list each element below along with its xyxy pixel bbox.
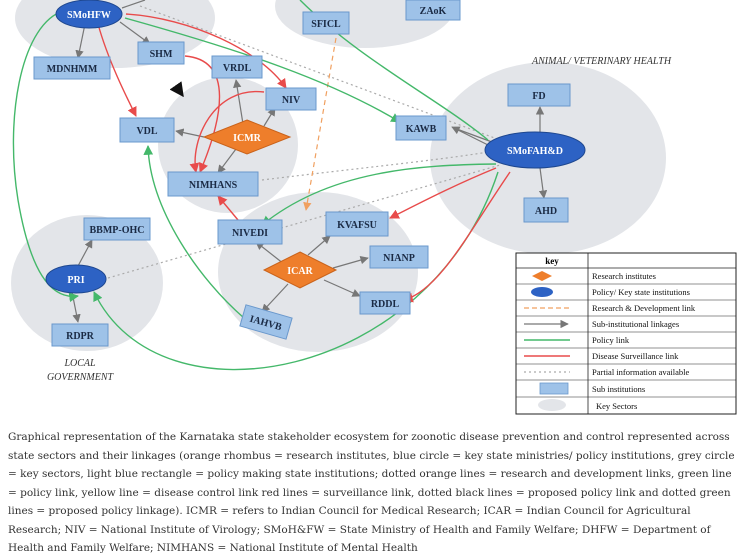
surveillance-link-nivedi-nimhans <box>217 195 239 221</box>
node-icar-label: ICAR <box>287 266 313 277</box>
node-smofahd-label: SMoFAH&D <box>507 146 563 157</box>
node-sficl-label: SFICL <box>311 19 341 30</box>
key-institutions: SMoHFW SMoFAH&D PRI <box>45 0 586 294</box>
node-niv-label: NIV <box>282 95 301 106</box>
sub-link-icmr-nimhans <box>217 148 237 174</box>
node-icmr[interactable]: ICMR <box>202 119 292 155</box>
sub-link-icar-iahvb <box>261 283 289 313</box>
surveillance-link-smohfw-niv <box>125 13 287 89</box>
stakeholder-diagram: MDNHMM SHM VRDL NIV VDL NIMHANS SFICL Z <box>11 0 737 415</box>
surveillance-link-smofahd-rddl <box>403 171 511 303</box>
partial-link-nimhans-smofahd <box>261 151 489 181</box>
surveillance-link-shm-nimhans <box>184 55 221 173</box>
node-fd[interactable]: FD <box>507 83 571 107</box>
node-nianp[interactable]: NIANP <box>369 245 429 269</box>
node-vdl-label: VDL <box>136 126 157 137</box>
node-sficl[interactable]: SFICL <box>302 11 350 35</box>
legend-rect-icon <box>539 382 569 395</box>
sub-link-smohfw-top <box>121 0 146 9</box>
node-vdl[interactable]: VDL <box>119 117 175 143</box>
black-arrow <box>169 81 184 98</box>
node-smofahd[interactable]: SMoFAH&D <box>484 131 586 169</box>
legend-oval-icon <box>531 287 553 297</box>
node-mdnhmm-label: MDNHMM <box>47 64 98 75</box>
legend-label-partial: Partial information available <box>592 367 689 377</box>
node-zaok-label: ZAoK <box>420 6 447 17</box>
node-pri[interactable]: PRI <box>45 264 107 294</box>
node-shm[interactable]: SHM <box>137 41 185 65</box>
zone-label-local-2: GOVERNMENT <box>47 372 115 383</box>
surveillance-link-smohfw-vdl <box>97 23 137 117</box>
node-nivedi[interactable]: NIVEDI <box>217 219 283 245</box>
node-icmr-label: ICMR <box>233 133 262 144</box>
legend-diamond-icon <box>532 271 552 281</box>
node-zaok[interactable]: ZAoK <box>405 0 461 21</box>
sub-link-icmr-niv <box>263 107 276 127</box>
rd-link-sficl-kvafsu <box>303 37 337 211</box>
sub-link-pri-bbmp <box>77 239 93 267</box>
policy-link-vdl-iahvb <box>143 145 245 319</box>
node-nimhans-label: NIMHANS <box>189 180 238 191</box>
sub-link-icar-nianp <box>332 256 369 269</box>
legend-label-sub-link: Sub-institutional linkages <box>592 319 679 329</box>
sub-link-kawb-smofahd <box>453 127 493 143</box>
node-niv[interactable]: NIV <box>265 87 317 111</box>
node-nimhans[interactable]: NIMHANS <box>167 171 259 197</box>
node-smohfw-label: SMoHFW <box>67 10 111 21</box>
zone-label-animal-health: ANIMAL/ VETERINARY HEALTH <box>531 56 672 67</box>
node-rdpr[interactable]: RDPR <box>51 323 109 347</box>
policy-link-smofahd-nivedi <box>261 163 497 226</box>
legend-circle-icon <box>538 399 566 411</box>
node-rddl-label: RDDL <box>371 299 400 310</box>
node-bbmp-ohc[interactable]: BBMP-OHC <box>83 217 151 241</box>
node-ahd-label: AHD <box>535 206 557 217</box>
legend-label-key-sectors: Key Sectors <box>596 401 637 411</box>
node-pri-label: PRI <box>67 275 84 286</box>
node-rddl[interactable]: RDDL <box>359 291 411 315</box>
surveillance-link-smofahd-kvafsu <box>389 167 497 219</box>
node-kawb-label: KAWB <box>406 124 437 135</box>
node-shm-label: SHM <box>150 49 173 60</box>
legend-label-rd-link: Research & Development link <box>592 303 696 313</box>
sub-institutions: MDNHMM SHM VRDL NIV VDL NIMHANS SFICL Z <box>33 0 571 347</box>
sub-link-icmr-vrdl <box>233 79 244 125</box>
sector-labels: ANIMAL/ VETERINARY HEALTH LOCAL GOVERNME… <box>47 56 672 383</box>
node-nianp-label: NIANP <box>383 253 415 264</box>
zone-label-local-1: LOCAL <box>63 358 96 369</box>
legend-label-sub-institutions: Sub institutions <box>592 384 645 394</box>
legend: key Research institutes Policy/ Key stat… <box>515 252 737 415</box>
node-kvafsu-label: KVAFSU <box>337 220 377 231</box>
surveillance-link-niv-nimhans <box>189 91 265 173</box>
legend-label-surveillance-link: Disease Surveillance link <box>592 351 679 361</box>
node-ahd[interactable]: AHD <box>523 197 569 223</box>
node-nivedi-label: NIVEDI <box>232 228 268 239</box>
node-mdnhmm[interactable]: MDNHMM <box>33 56 111 80</box>
node-rdpr-label: RDPR <box>66 331 95 342</box>
node-vrdl[interactable]: VRDL <box>211 55 263 79</box>
node-smohfw[interactable]: SMoHFW <box>55 0 123 29</box>
sub-link-icar-rddl <box>323 279 361 297</box>
node-bbmp-ohc-label: BBMP-OHC <box>90 225 145 236</box>
node-fd-label: FD <box>532 91 545 102</box>
sub-link-smofahd-ahd <box>538 167 548 199</box>
legend-label-policy-inst: Policy/ Key state institutions <box>592 287 690 297</box>
sub-link-smohfw-mdnhmm <box>75 23 86 59</box>
figure-caption: Graphical representation of the Karnatak… <box>8 431 735 554</box>
sub-link-smohfw-shm <box>119 21 151 45</box>
legend-label-policy-link: Policy link <box>592 335 630 345</box>
sub-link-icar-kvafsu <box>307 235 331 256</box>
sub-link-icar-nivedi <box>255 241 285 265</box>
node-vrdl-label: VRDL <box>223 63 252 74</box>
node-kawb[interactable]: KAWB <box>395 115 447 141</box>
research-institutes: ICMR ICAR <box>202 119 338 289</box>
policy-link-smohfw-kawb <box>124 17 401 123</box>
node-iahvb[interactable]: IAHVB <box>239 304 293 340</box>
node-kvafsu[interactable]: KVAFSU <box>325 211 389 237</box>
legend-label-research: Research institutes <box>592 271 656 281</box>
legend-title: key <box>545 256 559 266</box>
node-icar[interactable]: ICAR <box>262 251 338 289</box>
